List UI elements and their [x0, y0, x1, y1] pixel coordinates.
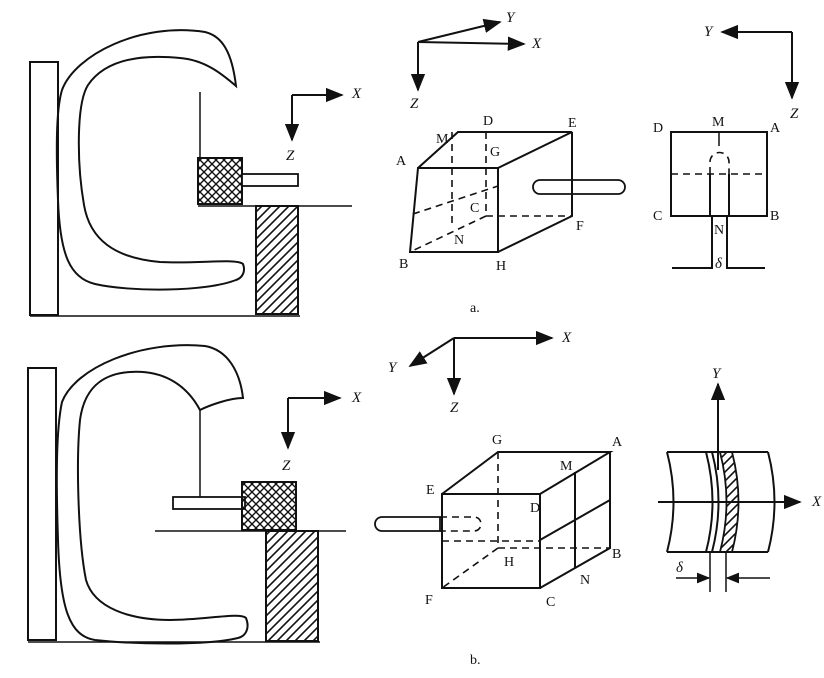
tool-pin-tip-b [440, 516, 482, 532]
caption-a: a. [470, 301, 480, 316]
vertex-C-a: C [470, 201, 479, 216]
section-label-A-a: A [770, 121, 781, 136]
section-label-B-a: B [770, 209, 779, 224]
cube-a: A M D E G C N F B H [396, 114, 626, 274]
tool-bar-b [172, 496, 246, 510]
section-label-C-a: C [653, 209, 662, 224]
machine-b: X Z [27, 344, 362, 645]
section-a: Y Z D M A C N B δ [653, 24, 800, 272]
vertex-N-a: N [454, 233, 464, 248]
column-a [29, 61, 59, 316]
vertex-N-b: N [580, 573, 590, 588]
table-block-b [265, 530, 319, 642]
cube-z-label-b: Z [450, 400, 459, 416]
vertex-F-b: F [425, 593, 433, 608]
vertex-C-b: C [546, 595, 555, 610]
machine-x-label-a: X [351, 86, 362, 102]
vertex-B-b: B [612, 547, 621, 562]
section-delta-b: δ [676, 560, 684, 576]
section-delta-a: δ [715, 256, 723, 272]
section-x-label-b: X [811, 494, 822, 510]
machine-z-label-b: Z [282, 458, 291, 474]
cube-a-hidden-edges [409, 132, 572, 253]
cube-y-label-a: Y [506, 10, 516, 26]
vertex-G-b: G [492, 433, 502, 448]
cube-z-label-a: Z [410, 96, 419, 112]
vertex-M-a: M [436, 132, 449, 147]
cube-axes-a: Y X Z [410, 10, 542, 112]
cube-b-face-lines [539, 472, 611, 568]
cube-y-arrow-a [417, 18, 502, 43]
cube-x-label-b: X [561, 330, 572, 346]
column-b [27, 367, 57, 641]
tool-bar-a [241, 173, 299, 187]
section-y-label-b: Y [712, 366, 722, 382]
cube-x-arrow-a [417, 36, 526, 51]
section-hatched-band-b [718, 451, 740, 553]
section-b: Y X δ [658, 366, 822, 592]
section-gap-lines-b [709, 552, 727, 592]
cube-y-arrow-b [408, 337, 455, 367]
section-stem-a [672, 216, 765, 269]
cube-axes-b: X Y Z [388, 330, 572, 416]
section-label-D-a: D [653, 121, 663, 136]
section-inner-curve1-b [705, 451, 714, 553]
machine-x-label-b: X [351, 390, 362, 406]
tool-block-b [241, 481, 297, 531]
cube-x-label-a: X [531, 36, 542, 52]
tool-pin-b [374, 516, 441, 532]
section-slot-top-a [709, 151, 730, 174]
vertex-D-b: D [530, 501, 540, 516]
figure-a: X Z Y X Z A M D E G C N F B [29, 10, 800, 317]
section-y-label-a: Y [704, 24, 714, 40]
vertex-A-b: A [612, 435, 623, 450]
vertex-E-b: E [426, 483, 435, 498]
section-label-M-a: M [712, 115, 725, 130]
section-inner-curve2-b [711, 451, 720, 553]
machine-z-label-a: Z [286, 148, 295, 164]
vertex-D-a: D [483, 114, 493, 129]
section-right-curve-b [767, 451, 776, 553]
vertex-E-a: E [568, 116, 577, 131]
tool-pin-a [532, 179, 626, 195]
cube-b: G A M E D B H N F C [374, 433, 623, 610]
section-label-N-a: N [714, 223, 724, 238]
section-left-curve-b [666, 451, 675, 553]
cube-a-top-split [417, 131, 459, 169]
table-block-a [255, 205, 299, 315]
section-slot-a [709, 174, 730, 216]
machine-a: X Z [29, 29, 362, 317]
vertex-M-b: M [560, 459, 573, 474]
vertex-F-a: F [576, 219, 584, 234]
vertex-G-a: G [490, 145, 500, 160]
vertex-H-a: H [496, 259, 506, 274]
c-frame-a [55, 29, 246, 291]
cube-b-top [441, 451, 614, 495]
c-frame-b [55, 344, 249, 645]
cube-b-hidden-edges [441, 452, 610, 589]
vertex-B-a: B [399, 257, 408, 272]
figure-b: X Z X Y Z G A M E D B H [27, 330, 822, 668]
cube-y-label-b: Y [388, 360, 398, 376]
vertex-H-b: H [504, 555, 514, 570]
caption-b: b. [470, 653, 481, 668]
tool-block-a [197, 157, 243, 205]
vertex-A-a: A [396, 154, 407, 169]
section-z-label-a: Z [790, 106, 799, 122]
